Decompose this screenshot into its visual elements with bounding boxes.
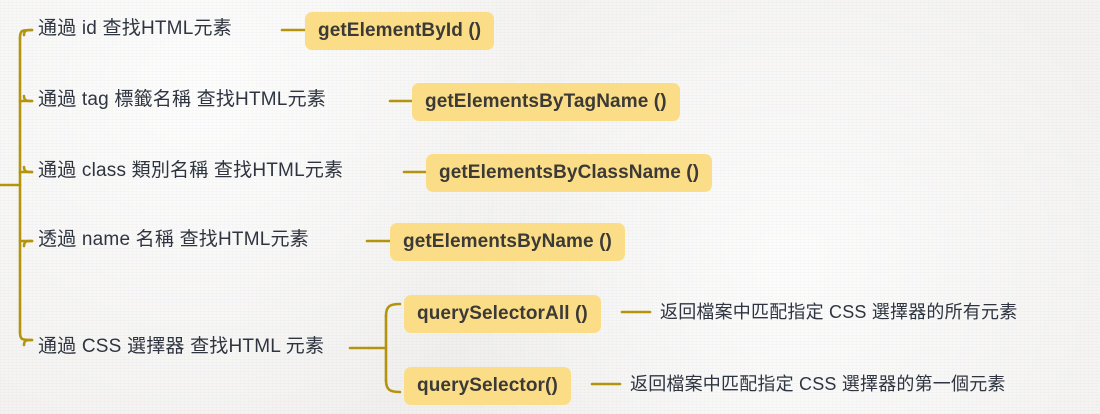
method-badge-get-element-by-id[interactable]: getElementById (): [305, 12, 495, 50]
branch-label-by-css-selector[interactable]: 通過 CSS 選擇器 查找HTML 元素: [38, 336, 325, 357]
method-badge-get-elements-by-class-name[interactable]: getElementsByClassName (): [426, 154, 713, 192]
branch-hook-css: [22, 338, 34, 347]
method-badge-get-elements-by-tag-name[interactable]: getElementsByTagName (): [412, 83, 680, 121]
subtree-top-cap: [384, 302, 402, 318]
method-badge-query-selector-all[interactable]: querySelectorAll (): [404, 295, 601, 333]
method-description-query-selector-all: 返回檔案中匹配指定 CSS 選擇器的所有元素: [660, 302, 1018, 322]
branch-hook-tag: [22, 94, 34, 103]
method-badge-get-elements-by-name[interactable]: getElementsByName (): [390, 223, 625, 261]
branch-label-by-name[interactable]: 透過 name 名稱 查找HTML元素: [38, 229, 309, 250]
method-description-query-selector: 返回檔案中匹配指定 CSS 選擇器的第一個元素: [630, 374, 1006, 394]
method-badge-query-selector[interactable]: querySelector(): [404, 367, 571, 405]
branch-hook-id: [22, 28, 34, 37]
branch-hook-name: [22, 239, 34, 248]
branch-label-by-tag[interactable]: 通過 tag 標籤名稱 查找HTML元素: [38, 89, 326, 110]
branch-label-by-class[interactable]: 通過 class 類別名稱 查找HTML元素: [38, 160, 344, 181]
branch-hook-class: [22, 165, 34, 174]
branch-label-by-id[interactable]: 通過 id 查找HTML元素: [38, 18, 232, 39]
subtree-bottom-cap: [384, 378, 402, 394]
